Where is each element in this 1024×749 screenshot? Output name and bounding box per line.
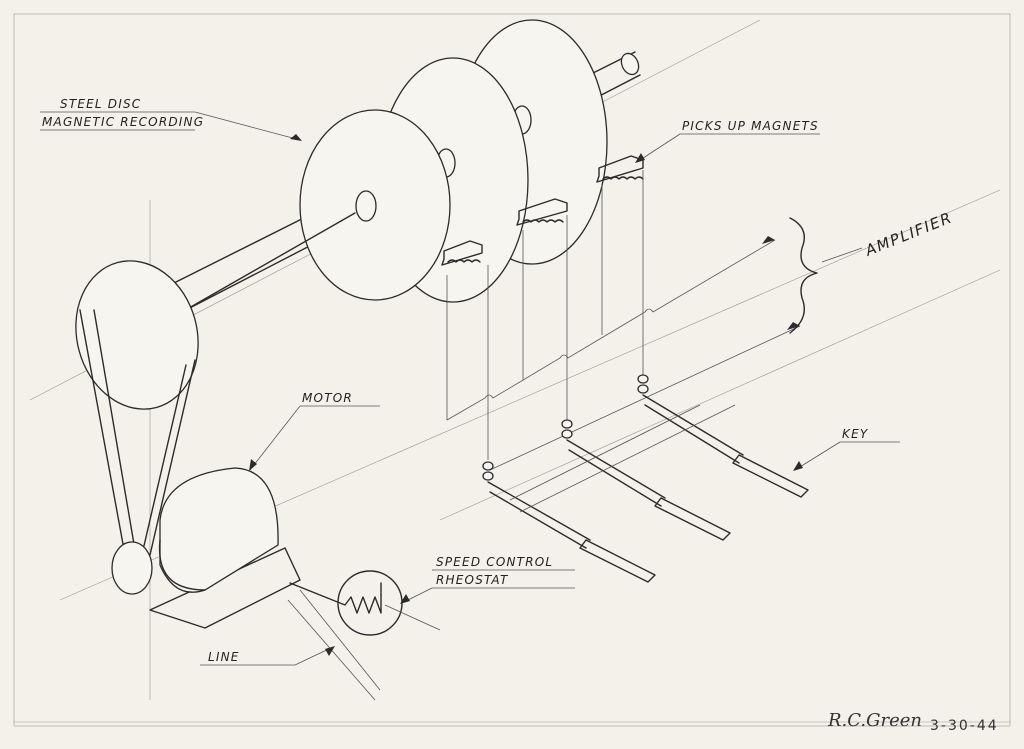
label-motor: MOTOR bbox=[302, 391, 353, 405]
pickup-magnet-2 bbox=[516, 198, 568, 226]
key-1 bbox=[482, 461, 656, 583]
label-pick-up-magnets: PICKS UP MAGNETS bbox=[682, 119, 819, 133]
rheostat-circle bbox=[337, 570, 403, 636]
motor bbox=[111, 467, 301, 629]
arrow-head bbox=[762, 236, 775, 244]
label-magnetic-recording: MAGNETIC RECORDING bbox=[42, 115, 204, 129]
amplifier-brace bbox=[789, 217, 818, 334]
label-key: KEY bbox=[842, 427, 869, 441]
label-amplifier: AMPLIFIER bbox=[862, 208, 955, 260]
pickup-magnet-1 bbox=[441, 240, 483, 266]
signature-date: 3-30-44 bbox=[930, 718, 999, 734]
pickup-magnets bbox=[441, 155, 644, 266]
amplifier-lines bbox=[446, 217, 863, 471]
signature-name: R.C.Green bbox=[827, 710, 922, 731]
steel-discs bbox=[181, 19, 608, 313]
label-steel-disc: STEEL DISC bbox=[60, 97, 141, 111]
motor-pulley bbox=[111, 541, 153, 595]
key-2 bbox=[561, 419, 731, 541]
leader-lines bbox=[40, 111, 900, 666]
label-speed-control: SPEED CONTROL bbox=[436, 555, 553, 569]
arrow-head bbox=[787, 322, 800, 330]
keys bbox=[482, 374, 809, 583]
pickup-magnet-3 bbox=[596, 155, 644, 183]
pulley bbox=[75, 260, 199, 410]
label-rheostat: RHEOSTAT bbox=[436, 573, 509, 587]
label-line: LINE bbox=[208, 650, 240, 664]
rheostat bbox=[287, 570, 441, 701]
key-3 bbox=[637, 374, 809, 498]
drawing-border bbox=[13, 13, 1011, 727]
pickup-wires bbox=[446, 170, 644, 460]
pulley-and-belt bbox=[75, 260, 199, 556]
